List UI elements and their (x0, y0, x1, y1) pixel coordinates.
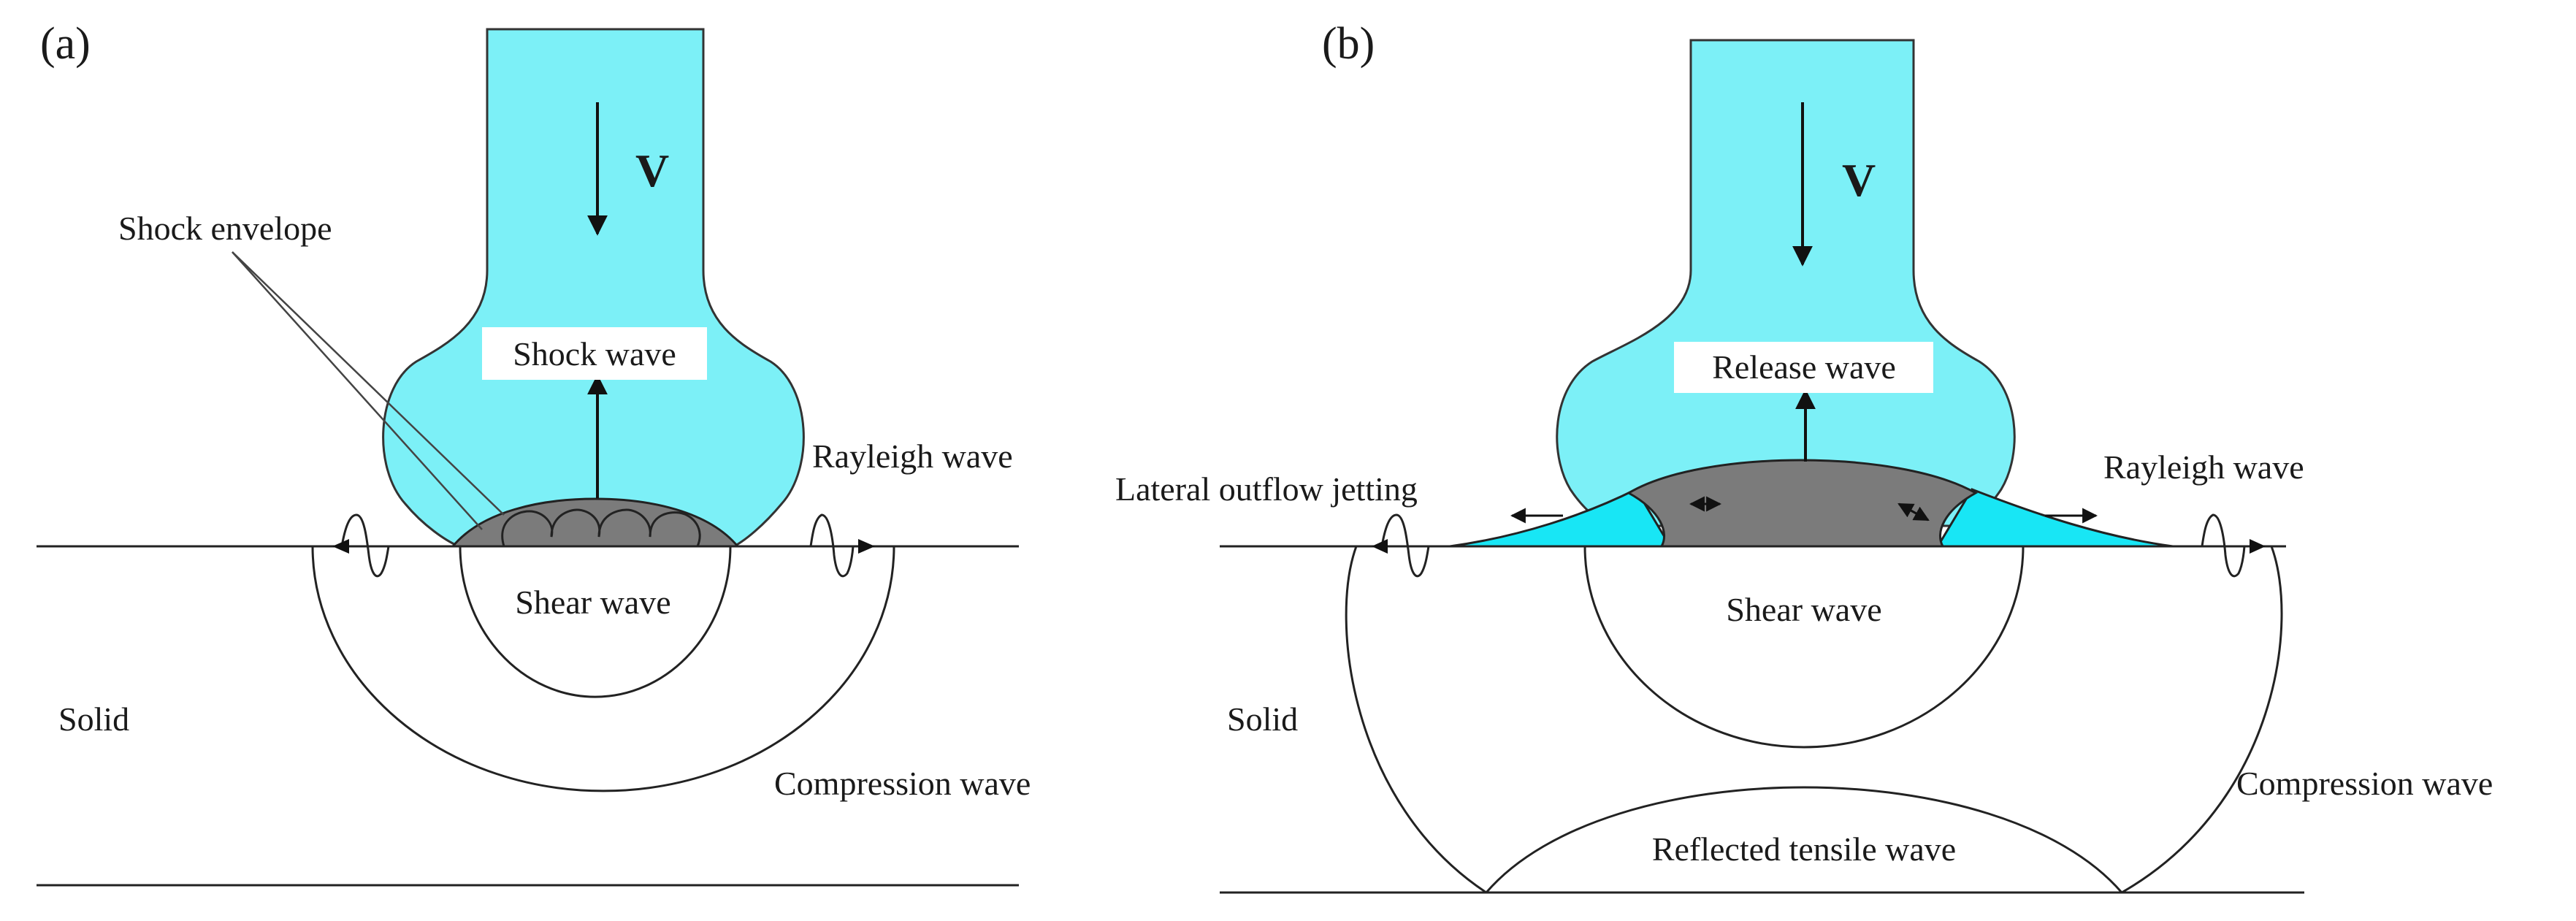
panel-b-shear-wave-label: Shear wave (1726, 591, 1881, 628)
panel-b-label: (b) (1322, 19, 1375, 69)
panel-b-velocity-label: V (1842, 154, 1876, 206)
panel-a-compression-wave (311, 546, 895, 792)
panel-a-compression-wave-label: Compression wave (774, 765, 1031, 802)
panel-a-shock-envelope-leader-1 (232, 251, 505, 516)
panel-b-release-wave-box (1674, 342, 1933, 393)
panel-b-lateral-outflow-label: Lateral outflow jetting (1115, 470, 1418, 508)
panel-b-release-wave-label: Release wave (1712, 348, 1896, 386)
panel-b-compressed-zone (1626, 459, 1979, 548)
panel-a-rayleigh-arrow-right (858, 539, 875, 554)
panel-a-shock-wave-label: Shock wave (513, 335, 676, 372)
panel-b-rayleigh-arrow-left (1372, 539, 1388, 554)
panel-b-right-inner-arrow (1897, 502, 1930, 521)
panel-a-shock-envelope-leader-2 (232, 251, 483, 530)
panel-a: (a) V Shock wave Shock envelope (37, 19, 1031, 887)
panel-b: (b) V Release wave (1115, 19, 2493, 894)
panel-b-compression-wave-label: Compression wave (2236, 765, 2493, 802)
panel-b-solid-label: Solid (1227, 700, 1298, 738)
panel-a-wavelets (501, 508, 701, 547)
panel-a-shock-envelope-label: Shock envelope (118, 210, 332, 247)
panel-a-shear-wave-arc (459, 546, 732, 698)
panel-a-rayleigh-pulse-left (327, 513, 398, 578)
panel-a-label: (a) (40, 19, 91, 69)
panel-b-rayleigh-pulse-right (2191, 513, 2253, 578)
panel-b-rayleigh-pulse-left (1367, 513, 1437, 578)
panel-b-shear-wave-arc (1583, 546, 2025, 749)
panel-b-jet-right (1938, 488, 2174, 548)
panel-a-rayleigh-arrow-left (332, 539, 349, 554)
panel-b-compression-wave-left (1345, 546, 1487, 894)
panel-a-solid-label: Solid (58, 700, 129, 738)
panel-a-shear-wave-label: Shear wave (515, 584, 670, 621)
panel-b-reflected-tensile-wave (1485, 786, 2123, 893)
panel-b-rayleigh-arrow-right (2250, 539, 2266, 554)
panel-b-reflected-tensile-wave-label: Reflected tensile wave (1652, 830, 1956, 868)
panel-b-compression-wave-right (2121, 546, 2283, 894)
panel-a-droplet (382, 28, 805, 548)
panel-b-droplet (1556, 39, 2016, 527)
panel-a-rayleigh-pulse-right (803, 513, 863, 578)
panel-a-velocity-label: V (635, 145, 669, 196)
panel-a-rayleigh-wave-label: Rayleigh wave (812, 437, 1013, 475)
panel-a-shock-wave-box (482, 327, 707, 380)
panel-b-rayleigh-wave-label: Rayleigh wave (2103, 448, 2304, 486)
